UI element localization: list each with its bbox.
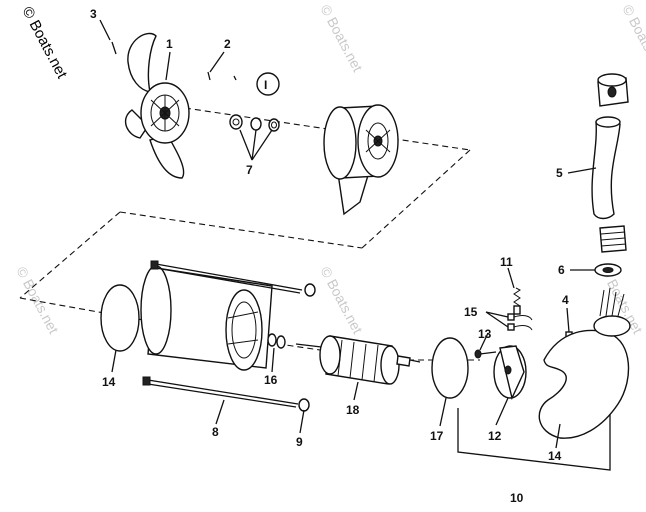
- hose-part: [591, 116, 621, 220]
- washer-upper-part: [304, 283, 316, 297]
- prop-nut-washer-set: [229, 114, 280, 132]
- watermark-faint-top-right: © Boats.net: [619, 2, 646, 74]
- watermark-faint-mid-left: © Boats.net: [13, 264, 62, 336]
- grommet-washer-part: [594, 263, 622, 277]
- motor-head-housing-part: [538, 287, 631, 439]
- end-plate-part: [493, 345, 527, 401]
- callout-16: 16: [264, 373, 278, 387]
- callout-18: 18: [346, 403, 360, 417]
- watermark-main: © Boats.net: [18, 4, 70, 82]
- callout-13: 13: [478, 327, 492, 341]
- callout-1: 1: [166, 37, 173, 51]
- lower-unit-housing-part: [323, 104, 399, 216]
- callout-5: 5: [556, 166, 563, 180]
- callout-11: 11: [500, 255, 513, 269]
- callout-15: 15: [464, 305, 478, 319]
- small-orings-part: [267, 333, 286, 349]
- armature-part: [295, 335, 421, 385]
- callout-17: 17: [430, 429, 444, 443]
- prop-pin-part: [207, 71, 237, 81]
- seal-17-part: [431, 337, 469, 399]
- callout-14-left: 14: [102, 375, 116, 389]
- coupler-part: [597, 73, 629, 107]
- washer-lower-part: [298, 398, 310, 412]
- callout-3: 3: [90, 7, 97, 21]
- motor-housing-part: [140, 265, 273, 371]
- propeller-part: [124, 32, 190, 179]
- through-bolt-lower-part: [142, 376, 299, 408]
- callout-12: 12: [488, 429, 502, 443]
- callout-2: 2: [224, 37, 231, 51]
- callout-10: 10: [510, 491, 524, 505]
- brush-spring-part: [513, 287, 521, 315]
- through-bolt-upper-part: [150, 260, 303, 294]
- watermark-faint-mid-center: © Boats.net: [317, 264, 366, 336]
- callout-4: 4: [562, 293, 569, 307]
- brushes-part: [507, 313, 533, 331]
- shear-pin-part: [111, 41, 117, 55]
- watermark-faint-top-center: © Boats.net: [317, 2, 366, 74]
- threaded-fitting-part: [599, 225, 627, 253]
- callout-9: 9: [296, 435, 303, 449]
- seal-ring-left-part: [100, 284, 140, 352]
- callout-14-right: 14: [548, 449, 562, 463]
- callout-6: 6: [558, 263, 565, 277]
- callout-leaders: [99, 19, 611, 471]
- circled-reference-marker: I: [256, 72, 280, 96]
- callout-7: 7: [246, 163, 253, 177]
- screw-part: [474, 349, 497, 359]
- callout-8: 8: [212, 425, 219, 439]
- circled-letter-i: I: [264, 78, 267, 92]
- callout-labels: 1 2 3 4 5 6 7 8 9 10 11 12 13 14 14 15 1…: [90, 7, 569, 505]
